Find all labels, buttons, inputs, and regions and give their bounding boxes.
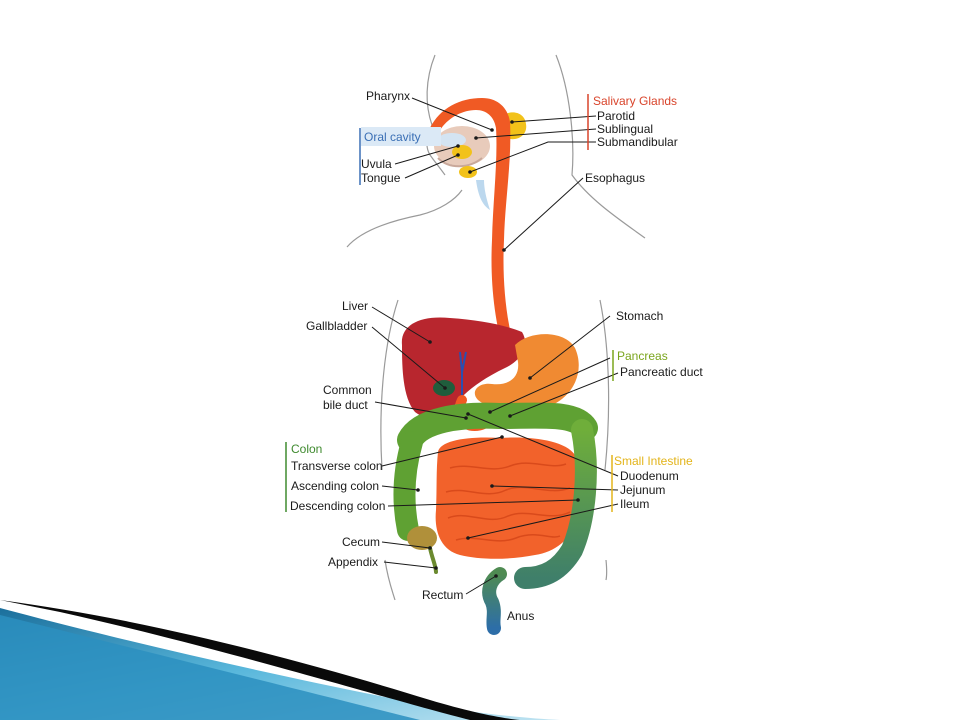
submandibular-label: Submandibular (597, 135, 678, 149)
tongue-label: Tongue (361, 171, 401, 185)
common-bile-duct-label-line2: bile duct (323, 398, 368, 412)
group-brackets (285, 94, 614, 512)
uvula-label: Uvula (361, 157, 392, 171)
duodenum-label: Duodenum (620, 469, 679, 483)
pancreatic-duct-label: Pancreatic duct (620, 365, 703, 379)
esophagus-label: Esophagus (585, 171, 645, 185)
colon-shape (393, 402, 598, 589)
esophagus-shape (430, 98, 515, 356)
throat-shape (476, 180, 490, 210)
oral-cavity-title-bg (361, 127, 441, 146)
jejunum-label: Jejunum (620, 483, 665, 497)
oral-cavity-title: Oral cavity (364, 130, 421, 144)
small-intestine-shape (435, 437, 583, 559)
colon-title: Colon (291, 442, 322, 456)
pancreas-title: Pancreas (617, 349, 668, 363)
transverse-colon-label: Transverse colon (291, 459, 383, 473)
rectum-shape (482, 567, 507, 635)
appendix-label: Appendix (328, 555, 378, 569)
parotid-label: Parotid (597, 109, 635, 123)
cecum-label: Cecum (342, 535, 380, 549)
descending-colon-label: Descending colon (290, 499, 385, 513)
sublingual-label: Sublingual (597, 122, 653, 136)
gallbladder-label: Gallbladder (306, 319, 367, 333)
pharynx-label: Pharynx (366, 89, 410, 103)
stomach-label: Stomach (616, 309, 663, 323)
leader-lines (371, 97, 619, 595)
decorative-ribbon (0, 600, 560, 720)
small-intestine-title: Small Intestine (614, 454, 693, 468)
rectum-label: Rectum (422, 588, 463, 602)
liver-label: Liver (342, 299, 368, 313)
common-bile-duct-label-line1: Common (323, 383, 372, 397)
anus-label: Anus (507, 609, 534, 623)
body-outline (346, 54, 646, 601)
ileum-label: Ileum (620, 497, 649, 511)
ascending-colon-label: Ascending colon (291, 479, 379, 493)
salivary-glands-title: Salivary Glands (593, 94, 677, 108)
stomach-shape (474, 334, 579, 411)
